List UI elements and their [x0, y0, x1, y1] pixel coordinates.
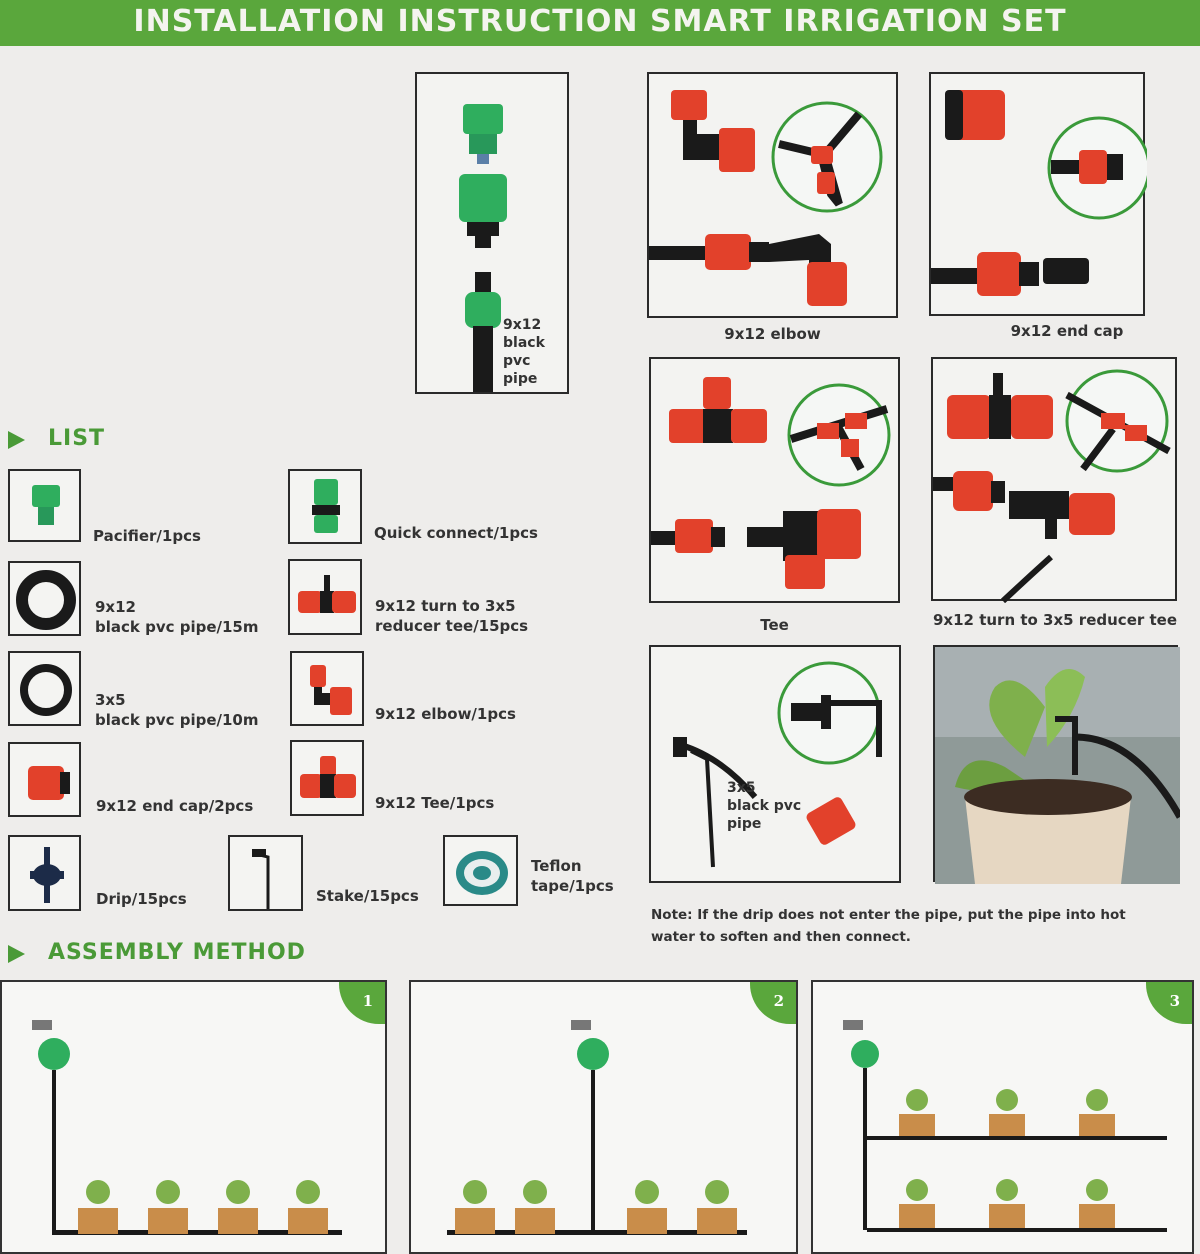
- assembly-step-3: 3: [811, 980, 1194, 1254]
- hose-connector-illustration: [459, 104, 507, 392]
- end-cap-caption: 9x12 end cap: [1010, 322, 1124, 340]
- list-item: Pacifier/1pcs: [93, 527, 201, 545]
- list-item: Drip/15pcs: [96, 890, 187, 908]
- list-item: 9x12 turn to 3x5 reducer tee/15pcs: [375, 597, 529, 635]
- list-arrow-icon: [8, 431, 25, 449]
- step-1-illustration: [32, 1020, 342, 1235]
- teflon-tape-icon: [443, 835, 518, 906]
- plant-photo: [933, 645, 1180, 884]
- list-heading: LIST: [48, 426, 106, 451]
- tee-illustration: [651, 377, 891, 589]
- end-cap-diagram: [929, 72, 1147, 316]
- elbow-icon: [290, 651, 364, 726]
- reducer-tee-diagram: [931, 357, 1177, 603]
- title-banner: INSTALLATION INSTRUCTION SMART IRRIGATIO…: [0, 0, 1200, 46]
- assembly-step-2: 2: [409, 980, 798, 1254]
- elbow-diagram: [647, 72, 898, 318]
- step-number: 1: [362, 992, 373, 1010]
- drip-icon: [8, 835, 81, 911]
- assembly-note: Note: If the drip does not enter the pip…: [651, 907, 1126, 945]
- step-2-illustration: [447, 1020, 747, 1235]
- list-item: 9x12 end cap/2pcs: [96, 797, 254, 815]
- assembly-step-1: 1: [0, 980, 387, 1254]
- plant-photo-illustration: [935, 647, 1180, 884]
- tee-caption: Tee: [760, 616, 789, 634]
- list-item: 9x12 elbow/1pcs: [375, 705, 516, 723]
- list-item: 3x5 black pvc pipe/10m: [95, 691, 259, 729]
- list-item: 9x12 Tee/1pcs: [375, 794, 495, 812]
- quick-connect-icon: [288, 469, 362, 544]
- list-item: Stake/15pcs: [316, 887, 419, 905]
- pipe-label: 9x12 black pvc pipe: [503, 317, 545, 387]
- stake-drip-illustration: [673, 661, 882, 868]
- step-number: 3: [1169, 992, 1180, 1010]
- black-pvc-pipe-9x12-icon: [8, 561, 81, 636]
- stake-icon: [228, 835, 303, 911]
- reducer-tee-caption: 9x12 turn to 3x5 reducer tee: [932, 611, 1177, 629]
- list-item: 9x12 black pvc pipe/15m: [95, 598, 259, 636]
- reducer-tee-illustration: [933, 369, 1171, 603]
- list-item: Teflon tape/1pcs: [531, 857, 614, 895]
- end-cap-icon: [8, 742, 81, 817]
- step-3-illustration: [843, 1020, 1167, 1232]
- list-item: Quick connect/1pcs: [374, 524, 538, 542]
- hose-connector-diagram: 9x12 black pvc pipe: [415, 72, 569, 394]
- tee-icon: [290, 740, 364, 816]
- assembly-heading: ASSEMBLY METHOD: [48, 940, 306, 965]
- end-cap-illustration: [931, 90, 1147, 296]
- elbow-caption: 9x12 elbow: [724, 325, 821, 343]
- tee-diagram: [649, 357, 900, 603]
- stake-drip-diagram: 3x5 black pvc pipe: [649, 645, 901, 883]
- page-title: INSTALLATION INSTRUCTION SMART IRRIGATIO…: [133, 4, 1067, 39]
- pacifier-icon: [8, 469, 81, 542]
- assembly-arrow-icon: [8, 945, 25, 963]
- black-pvc-pipe-3x5-icon: [8, 651, 81, 726]
- stake-pipe-label: 3x5 black pvc pipe: [727, 780, 802, 832]
- reducer-tee-icon: [288, 559, 362, 635]
- elbow-illustration: [649, 90, 883, 306]
- step-number: 2: [773, 992, 784, 1010]
